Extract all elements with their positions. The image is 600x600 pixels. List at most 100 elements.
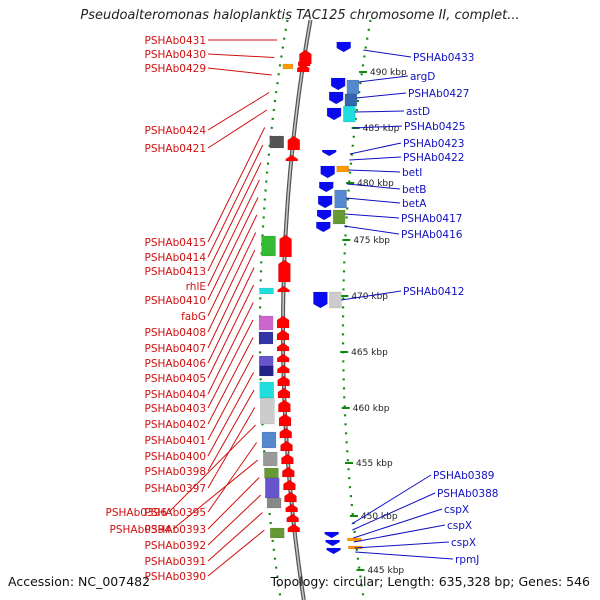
kbp-label: 465 kbp: [351, 348, 388, 358]
gene-label: PSHAb0406: [145, 358, 207, 370]
gene-label: PSHAb0390: [145, 571, 206, 583]
reverse-gene: [316, 209, 332, 221]
reverse-gene: [322, 149, 337, 157]
gene-label: rpmJ: [455, 554, 479, 566]
gene-function-box: [261, 431, 277, 449]
label-leader-line: [344, 225, 400, 235]
kbp-label: 445 kbp: [367, 566, 404, 576]
gene-label: betA: [402, 198, 427, 210]
gene-label: PSHAb0397: [145, 483, 206, 495]
reverse-gene: [326, 547, 341, 555]
forward-gene: [286, 513, 299, 523]
label-leader-line: [207, 372, 254, 457]
gene-function-box: [334, 189, 347, 209]
gene-label: PSHAb0410: [145, 295, 206, 307]
gene-label: astD: [406, 106, 430, 118]
reverse-gene: [325, 539, 340, 547]
forward-gene: [276, 315, 290, 329]
label-leader-line: [207, 389, 255, 472]
gene-label: PSHAb0422: [403, 152, 464, 164]
reverse-gene: [319, 181, 334, 193]
forward-gene: [284, 491, 297, 503]
kbp-label: 450 kbp: [361, 512, 398, 522]
label-leader-line: [358, 75, 409, 83]
label-leader-line: [207, 67, 272, 76]
reverse-gene: [330, 77, 346, 91]
gene-function-box: [260, 397, 275, 425]
backbone-highlight: [282, 19, 312, 600]
label-leader-line: [351, 474, 432, 525]
reverse-gene: [326, 107, 342, 121]
reverse-gene: [328, 91, 344, 105]
label-leader-line: [207, 407, 256, 489]
label-leader-line: [207, 512, 263, 562]
forward-gene: [287, 523, 301, 533]
forward-gene: [278, 399, 291, 413]
accession-text: Accession: NC_007482: [8, 574, 151, 589]
map-title: Pseudoalteromonas haloplanktis TAC125 ch…: [80, 8, 520, 23]
forward-gene: [279, 234, 292, 258]
forward-gene: [296, 63, 310, 73]
label-leader-line: [207, 529, 265, 577]
gene-label: PSHAb0391: [145, 556, 206, 568]
gene-label: betI: [402, 167, 422, 179]
gene-function-box: [258, 331, 274, 345]
gene-function-box: [346, 79, 360, 95]
gene-label: cspX: [444, 504, 469, 516]
gene-function-box: [259, 381, 275, 399]
gene-function-box: [282, 63, 294, 70]
gene-label: PSHAb0423: [403, 138, 464, 150]
label-leader-line: [349, 142, 402, 155]
gene-function-box: [258, 355, 274, 367]
label-leader-line: [356, 92, 407, 99]
label-leader-line: [354, 541, 450, 549]
gene-label: PSHAb0433: [413, 52, 474, 64]
forward-gene: [277, 285, 290, 293]
label-leader-line: [353, 508, 443, 539]
forward-gene: [282, 466, 295, 478]
gene-label: cspX: [447, 520, 472, 532]
gene-label: PSHAb0408: [145, 327, 206, 339]
forward-gene: [276, 342, 290, 352]
gene-label: PSHAb0398: [145, 466, 206, 478]
gene-label: PSHAb0414: [145, 252, 207, 264]
label-leader-line: [354, 110, 405, 113]
gene-function-box: [332, 209, 346, 225]
forward-gene: [283, 479, 296, 491]
label-leader-line: [363, 49, 412, 58]
gene-label: PSHAb0427: [408, 88, 469, 100]
topology-summary: Topology: circular; Length: 635,328 bp; …: [270, 574, 591, 589]
gene-label: PSHAb0393: [145, 524, 206, 536]
label-leader-line: [207, 284, 255, 379]
label-leader-line: [347, 183, 401, 190]
gene-label: PSHAb0403: [145, 403, 206, 415]
kbp-label: 485 kbp: [363, 124, 400, 134]
gene-function-box: [259, 287, 274, 295]
label-leader-line: [207, 232, 257, 333]
gene-label: betB: [402, 184, 426, 196]
gene-function-box: [344, 93, 358, 107]
reverse-gene: [313, 291, 328, 309]
gene-function-box: [265, 477, 280, 499]
label-leader-line: [352, 492, 436, 531]
gene-label: PSHAb0400: [145, 451, 206, 463]
kbp-label: 455 kbp: [356, 459, 393, 469]
label-leader-line: [207, 354, 254, 441]
gene-label: PSHAb0415: [145, 237, 206, 249]
forward-gene: [287, 135, 301, 151]
label-leader-line: [207, 267, 255, 364]
label-leader-line: [207, 319, 254, 409]
kbp-label: 470 kbp: [351, 292, 388, 302]
label-leader-line: [344, 213, 400, 219]
gene-label: PSHAb0425: [404, 121, 465, 133]
gene-label: PSHAb0392: [145, 540, 206, 552]
forward-gene: [297, 57, 311, 67]
gene-label: rhlE: [186, 281, 206, 293]
gene-label: PSHAb0402: [145, 419, 206, 431]
kbp-label: 475 kbp: [353, 236, 390, 246]
label-leader-line: [207, 162, 262, 272]
reverse-gene: [324, 531, 339, 539]
label-leader-line: [353, 524, 446, 543]
gene-function-box: [258, 315, 274, 331]
label-leader-line: [207, 477, 260, 530]
